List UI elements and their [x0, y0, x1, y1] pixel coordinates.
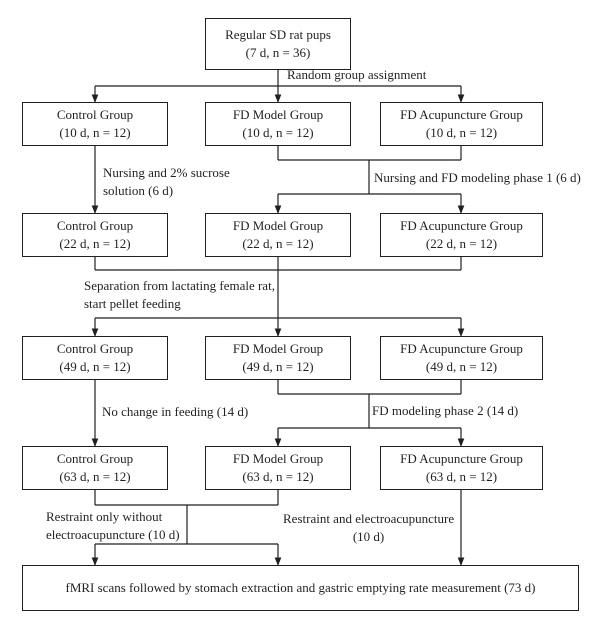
group-name: Control Group — [56, 218, 134, 233]
group-name: FD Model Group — [232, 218, 324, 233]
group-name: FD Acupuncture Group — [400, 451, 523, 466]
group-detail: (63 d, n = 12) — [242, 469, 314, 484]
start-detail: (7 d, n = 36) — [245, 45, 311, 60]
fd-model-group-box-22d: FD Model Group (22 d, n = 12) — [205, 213, 351, 257]
group-name: FD Acupuncture Group — [400, 341, 523, 356]
group-name: FD Model Group — [232, 107, 324, 122]
control-group-box-22d: Control Group (22 d, n = 12) — [22, 213, 168, 257]
step-control-nursing: Nursing and 2% sucrose solution (6 d) — [103, 165, 230, 198]
start-box: Regular SD rat pups (7 d, n = 36) — [205, 18, 351, 70]
final-measurement-text: fMRI scans followed by stomach extractio… — [65, 580, 536, 595]
group-detail: (10 d, n = 12) — [59, 125, 131, 140]
group-detail: (10 d, n = 12) — [242, 125, 314, 140]
fd-acupuncture-group-box-49d: FD Acupuncture Group (49 d, n = 12) — [380, 336, 543, 380]
control-group-box-49d: Control Group (49 d, n = 12) — [22, 336, 168, 380]
step-fd-modeling-phase-1: Nursing and FD modeling phase 1 (6 d) — [374, 170, 581, 185]
final-measurement-box: fMRI scans followed by stomach extractio… — [22, 565, 579, 611]
control-group-box-63d: Control Group (63 d, n = 12) — [22, 446, 168, 490]
fd-acupuncture-group-box-22d: FD Acupuncture Group (22 d, n = 12) — [380, 213, 543, 257]
step-restraint-electroacupuncture: Restraint and electroacupuncture (10 d) — [283, 511, 455, 544]
fd-acupuncture-group-box-10d: FD Acupuncture Group (10 d, n = 12) — [380, 102, 543, 146]
group-name: FD Acupuncture Group — [400, 218, 523, 233]
group-detail: (49 d, n = 12) — [59, 359, 131, 374]
group-detail: (63 d, n = 12) — [425, 469, 498, 484]
group-name: FD Model Group — [232, 341, 324, 356]
group-name: Control Group — [56, 107, 134, 122]
group-name: FD Model Group — [232, 451, 324, 466]
step-random-assignment: Random group assignment — [287, 67, 427, 82]
step-separation: Separation from lactating female rat, st… — [84, 278, 275, 311]
step-restraint-only: Restraint only without electroacupunctur… — [46, 509, 180, 542]
group-name: Control Group — [56, 341, 134, 356]
group-detail: (22 d, n = 12) — [242, 236, 314, 251]
fd-model-group-box-10d: FD Model Group (10 d, n = 12) — [205, 102, 351, 146]
control-group-box-10d: Control Group (10 d, n = 12) — [22, 102, 168, 146]
group-detail: (22 d, n = 12) — [59, 236, 131, 251]
group-name: Control Group — [56, 451, 134, 466]
group-detail: (63 d, n = 12) — [59, 469, 131, 484]
start-title: Regular SD rat pups — [225, 27, 331, 42]
group-detail: (10 d, n = 12) — [425, 125, 498, 140]
group-detail: (22 d, n = 12) — [425, 236, 498, 251]
group-detail: (49 d, n = 12) — [242, 359, 314, 374]
fd-model-group-box-63d: FD Model Group (63 d, n = 12) — [205, 446, 351, 490]
step-no-change-feeding: No change in feeding (14 d) — [102, 404, 249, 419]
fd-model-group-box-49d: FD Model Group (49 d, n = 12) — [205, 336, 351, 380]
fd-acupuncture-group-box-63d: FD Acupuncture Group (63 d, n = 12) — [380, 446, 543, 490]
group-detail: (49 d, n = 12) — [425, 359, 498, 374]
step-fd-modeling-phase-2: FD modeling phase 2 (14 d) — [372, 403, 519, 418]
group-name: FD Acupuncture Group — [400, 107, 523, 122]
